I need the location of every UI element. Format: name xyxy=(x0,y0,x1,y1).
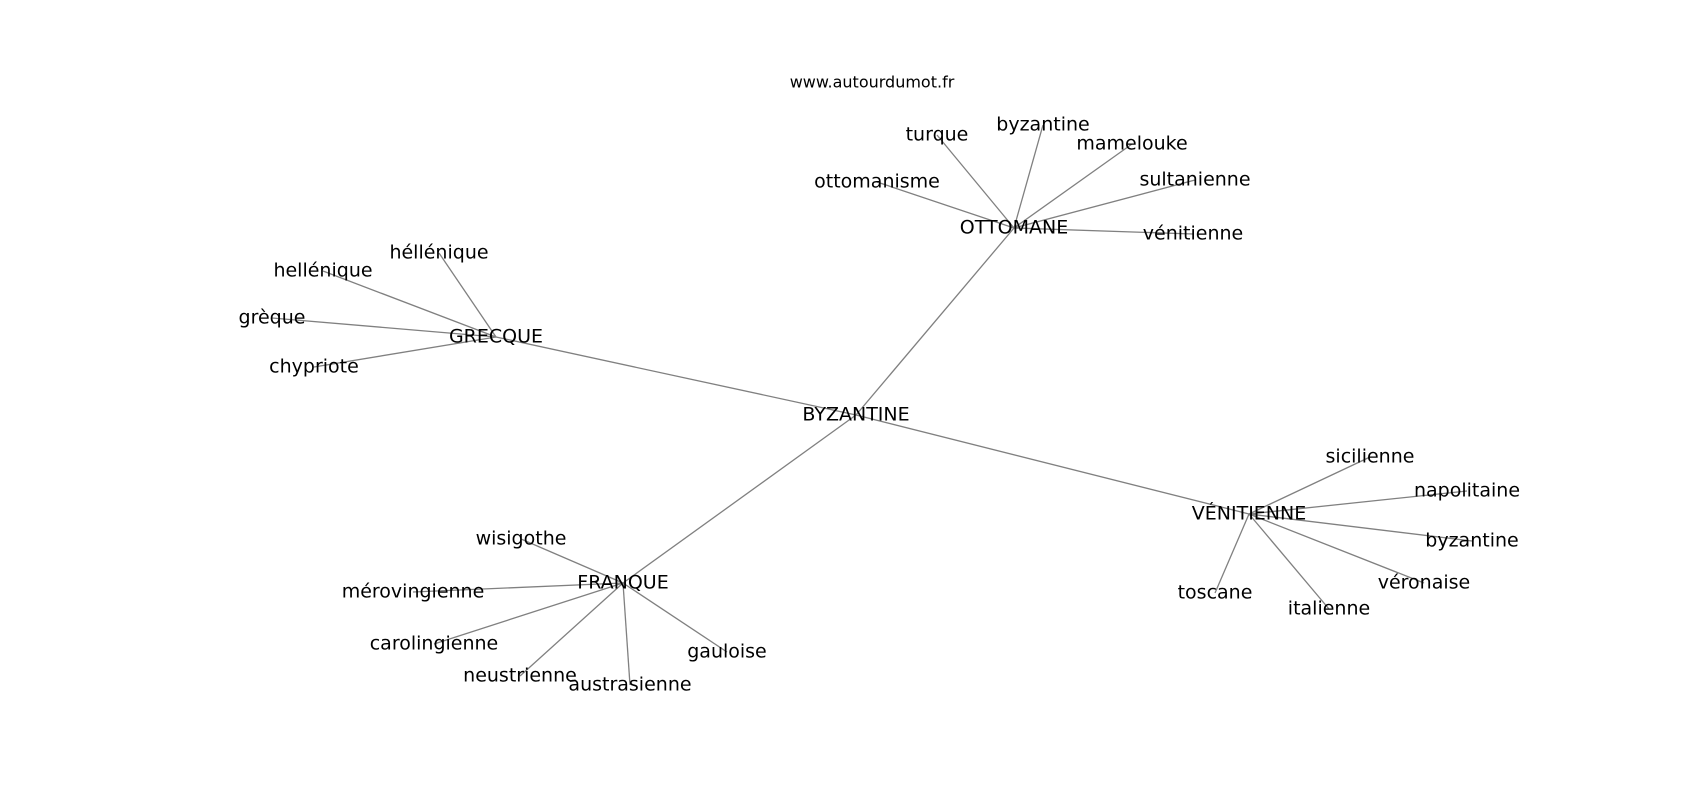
word-node-label: turque xyxy=(906,124,969,146)
edge-hub-to-word xyxy=(1013,143,1133,229)
edge-hub-to-word xyxy=(1248,513,1425,584)
hub-node-label: VÉNITIENNE xyxy=(1192,502,1306,525)
edge-hub-to-word xyxy=(313,336,497,368)
edge-hub-to-word xyxy=(271,317,497,338)
word-node-label: héllénique xyxy=(389,242,488,264)
word-node-label: wisigothe xyxy=(476,528,567,550)
edge-hub-to-word xyxy=(520,538,624,584)
word-node-label: neustrienne xyxy=(463,665,577,687)
graph-edges xyxy=(271,124,1473,686)
edge-hub-to-word xyxy=(1248,513,1473,542)
word-node-label: carolingienne xyxy=(370,633,499,655)
word-node-label: ottomanisme xyxy=(814,171,940,193)
word-node-label: italienne xyxy=(1288,598,1370,620)
graph-labels: BYZANTINE OTTOMANE ottomanisme turque byzant… xyxy=(239,114,1520,696)
word-node-label: toscane xyxy=(1178,582,1253,604)
edge-center-to-hub xyxy=(495,336,857,416)
edge-hub-to-word xyxy=(1248,490,1468,515)
edge-center-to-hub xyxy=(855,414,1250,515)
source-watermark: www.autourdumot.fr xyxy=(790,73,955,92)
edge-hub-to-word xyxy=(936,134,1015,229)
edge-hub-to-word xyxy=(1248,513,1330,610)
word-node-label: mamelouke xyxy=(1076,133,1187,155)
edge-hub-to-word xyxy=(322,270,497,338)
edge-hub-to-word xyxy=(412,582,624,593)
edge-center-to-hub xyxy=(622,414,857,584)
hub-node-label: OTTOMANE xyxy=(960,217,1068,239)
word-node-label: mérovingienne xyxy=(342,581,485,603)
edge-center-to-hub xyxy=(855,227,1015,416)
word-node-label: byzantine xyxy=(1425,530,1518,552)
hub-node-label: FRANQUE xyxy=(577,572,668,594)
word-node-label: napolitaine xyxy=(1414,480,1520,502)
word-node-label: sicilienne xyxy=(1326,446,1415,468)
center-node-label: BYZANTINE xyxy=(802,404,909,426)
word-node-label: sultanienne xyxy=(1139,169,1250,191)
word-node-label: austrasienne xyxy=(568,674,691,696)
edge-hub-to-word xyxy=(1013,124,1044,229)
edge-hub-to-word xyxy=(1248,456,1371,515)
edge-hub-to-word xyxy=(519,582,624,677)
edge-hub-to-word xyxy=(433,582,624,645)
edge-hub-to-word xyxy=(438,252,497,338)
word-node-label: byzantine xyxy=(996,114,1089,136)
word-node-label: gauloise xyxy=(687,641,767,663)
edge-hub-to-word xyxy=(622,582,631,686)
word-node-label: vénitienne xyxy=(1143,223,1243,245)
edge-hub-to-word xyxy=(1013,227,1194,235)
word-node-label: hellénique xyxy=(273,260,372,282)
edge-hub-to-word xyxy=(1214,513,1250,594)
edge-hub-to-word xyxy=(1013,179,1196,229)
word-node-label: véronaise xyxy=(1378,572,1471,594)
word-node-label: grèque xyxy=(239,307,306,329)
word-node-label: chypriote xyxy=(269,356,359,378)
edge-hub-to-word xyxy=(876,181,1015,229)
hub-node-label: GRECQUE xyxy=(449,326,543,348)
edge-hub-to-word xyxy=(622,582,728,653)
